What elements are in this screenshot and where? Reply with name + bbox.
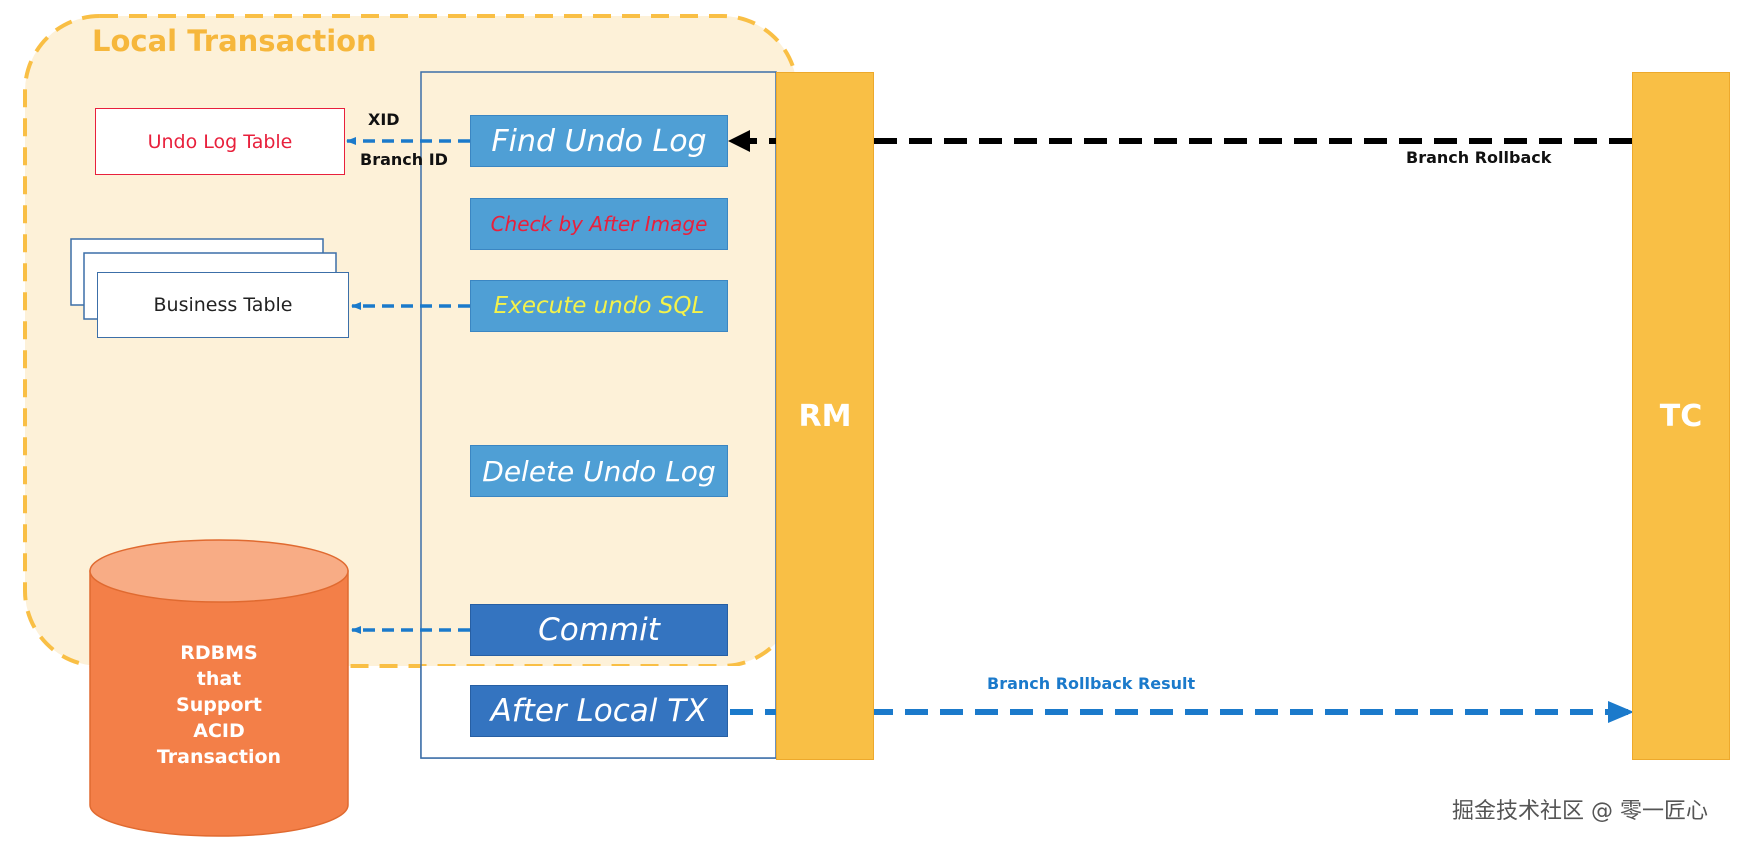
tc-label: TC [1659, 398, 1703, 434]
undo-log-table-label: Undo Log Table [147, 130, 293, 153]
rdbms-label: RDBMS that Support ACID Transaction [156, 642, 282, 768]
local-transaction-title: Local Transaction [92, 24, 377, 58]
step-delete-undo-log: Delete Undo Log [470, 445, 728, 497]
step-commit: Commit [470, 604, 728, 656]
xid-label: XID [368, 110, 400, 129]
watermark-text: 掘金技术社区 @ 零一匠心 [1452, 799, 1708, 824]
rm-label: RM [798, 398, 852, 434]
tc-lifeline: TC [1632, 72, 1730, 760]
step-after-local-tx-label: After Local TX [490, 693, 708, 729]
business-table: Business Table [97, 272, 349, 338]
step-after-local-tx: After Local TX [470, 685, 728, 737]
step-find-undo-log-label: Find Undo Log [491, 123, 707, 159]
step-delete-undo-log-label: Delete Undo Log [482, 454, 716, 488]
branch-rollback-label: Branch Rollback [1406, 148, 1552, 167]
business-table-label: Business Table [153, 294, 293, 316]
step-find-undo-log: Find Undo Log [470, 115, 728, 167]
step-commit-label: Commit [538, 612, 660, 648]
branch-rollback-result-label: Branch Rollback Result [987, 674, 1196, 693]
branch-id-label: Branch ID [360, 150, 448, 169]
step-check-after-image-label: Check by After Image [490, 212, 708, 236]
rdbms-cylinder [89, 539, 349, 837]
undo-log-table: Undo Log Table [95, 108, 345, 175]
step-execute-undo-sql: Execute undo SQL [470, 280, 728, 332]
step-check-after-image: Check by After Image [470, 198, 728, 250]
step-execute-undo-sql-label: Execute undo SQL [493, 293, 705, 319]
rm-lifeline: RM [776, 72, 874, 760]
